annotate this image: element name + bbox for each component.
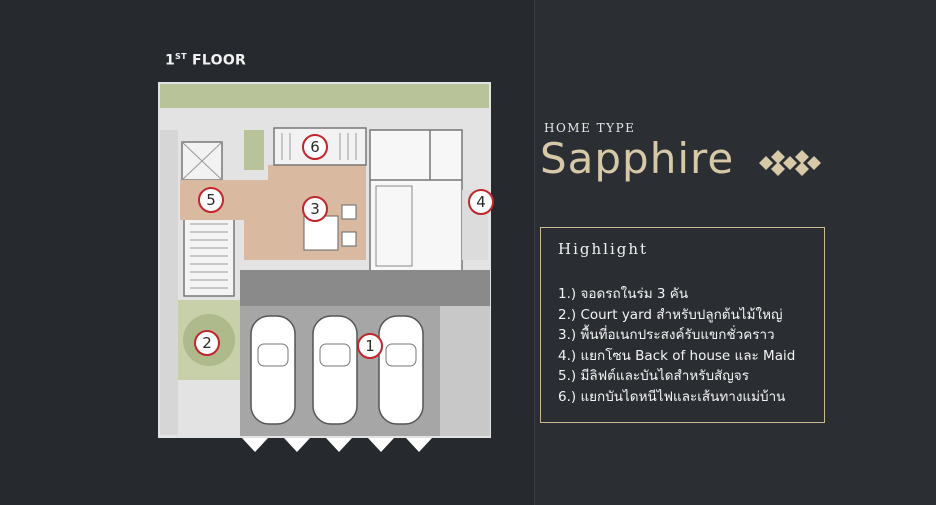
garage-side xyxy=(440,306,490,436)
highlight-title: Highlight xyxy=(558,240,649,258)
top-garden xyxy=(160,84,489,108)
highlight-item: 3.) พื้นที่อเนกประสงค์รับแขกชั่วคราว xyxy=(558,327,775,343)
stair-treads xyxy=(190,223,228,289)
service-stair-treads xyxy=(281,133,357,160)
panel-divider xyxy=(534,0,535,505)
highlight-item: 2.) Court yard สำหรับปลูกต้นไม้ใหญ่ xyxy=(558,306,783,323)
home-type-label: HOME TYPE xyxy=(544,121,636,135)
driveway-chevrons xyxy=(242,438,432,452)
main-stair xyxy=(183,213,235,297)
floor-label: 1ST FLOOR xyxy=(165,52,247,69)
left-walkway xyxy=(160,130,178,435)
highlight-item: 6.) แยกบันไดหนีไฟและเส้นทางแม่บ้าน xyxy=(558,388,786,405)
garage-top-strip xyxy=(240,270,490,306)
living-floor-side xyxy=(244,210,274,260)
marker-multipurpose: 3 xyxy=(302,196,328,222)
highlight-list: 1.) จอดรถในร่ม 3 คัน 2.) Court yard สำหร… xyxy=(558,284,795,407)
highlight-item: 1.) จอดรถในร่ม 3 คัน xyxy=(558,286,689,302)
marker-fire-stair: 6 xyxy=(302,134,328,160)
marker-back-of-house: 4 xyxy=(468,189,494,215)
small-courtyard xyxy=(244,130,264,170)
marker-lift-stair: 5 xyxy=(198,187,224,213)
cars xyxy=(250,315,424,425)
highlight-item: 4.) แยกโซน Back of house และ Maid xyxy=(558,347,796,364)
car-windows xyxy=(257,343,417,367)
marker-court-yard: 2 xyxy=(194,330,220,356)
dining-table xyxy=(303,215,339,251)
armchair-b xyxy=(341,231,357,247)
lift-cross-b xyxy=(181,141,223,181)
diamond-ornament-icon xyxy=(759,150,821,176)
armchair-a xyxy=(341,204,357,220)
highlight-panel: Highlight 1.) จอดรถในร่ม 3 คัน 2.) Court… xyxy=(540,227,825,423)
back-of-house-rooms xyxy=(369,129,463,273)
brand-name: Sapphire xyxy=(540,134,735,183)
floor-plan-drawing xyxy=(158,82,491,452)
highlight-item: 5.) มีลิฟต์และบันไดสำหรับสัญจร xyxy=(558,368,749,384)
kitchen-counter xyxy=(375,185,413,267)
marker-parking: 1 xyxy=(357,333,383,359)
